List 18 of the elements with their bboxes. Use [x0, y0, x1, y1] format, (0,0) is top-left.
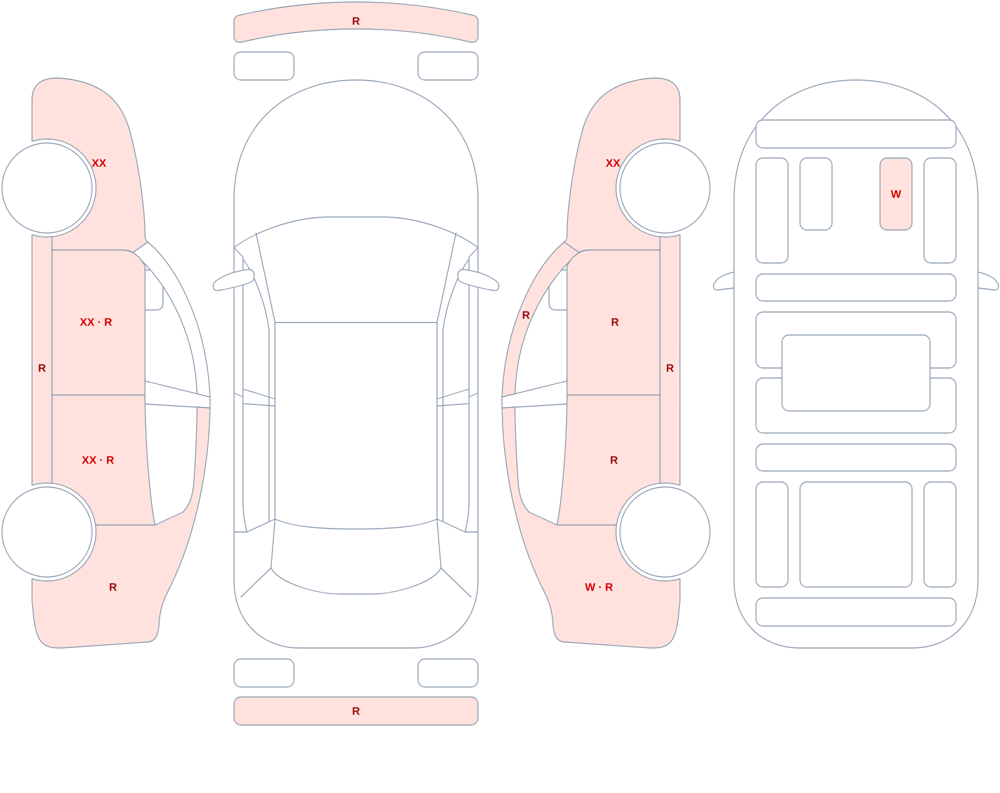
rounded-box: [800, 158, 832, 230]
rounded-box: [924, 482, 956, 588]
rounded-box: [756, 158, 788, 264]
rounded-box: [234, 52, 294, 80]
bumper: R: [234, 2, 478, 43]
rounded-box: [418, 658, 478, 688]
rounded-box: [924, 158, 956, 264]
rounded-box: [782, 334, 930, 412]
rounded-box: [756, 598, 956, 626]
rounded-box: [756, 482, 788, 588]
rounded-box: W: [880, 158, 912, 230]
rounded-box: [418, 52, 478, 80]
rounded-box: [756, 444, 956, 472]
rounded-box: [756, 274, 956, 302]
rounded-box: [234, 658, 294, 688]
rounded-box: [756, 120, 956, 148]
bumper: R: [234, 696, 478, 726]
rounded-box: [800, 482, 912, 588]
